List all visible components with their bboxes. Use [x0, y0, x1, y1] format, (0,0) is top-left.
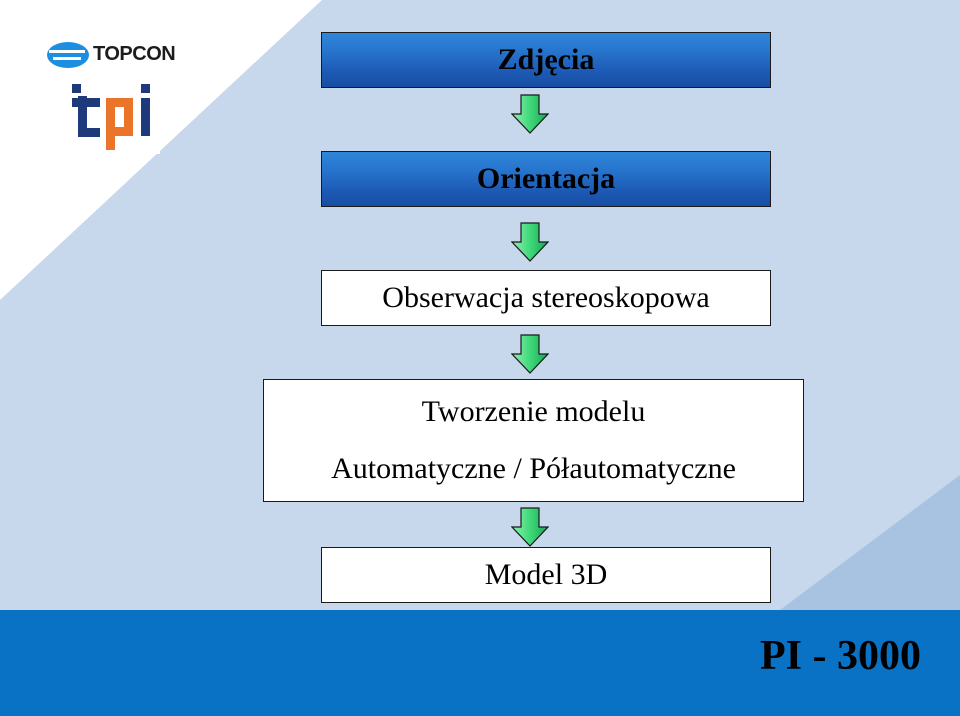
- topcon-emblem-icon: [47, 42, 89, 68]
- arrow-down-icon: [511, 507, 549, 547]
- step-tworzenie-subtitle: Automatyczne / Półautomatyczne: [331, 451, 736, 485]
- tpi-logo: [66, 78, 160, 154]
- arrow-down-icon: [511, 94, 549, 134]
- step-obserwacja-box: Obserwacja stereoskopowa: [321, 270, 771, 326]
- step-orientacja-box: Orientacja: [321, 151, 771, 207]
- topcon-wordmark: TOPCON: [93, 43, 176, 65]
- step-model3d-box: Model 3D: [321, 547, 771, 603]
- corner-accent: [780, 475, 960, 610]
- step-obserwacja-label: Obserwacja stereoskopowa: [382, 281, 710, 314]
- step-zdjecia-box: Zdjęcia: [321, 32, 771, 88]
- step-zdjecia-label: Zdjęcia: [497, 43, 595, 76]
- product-label: PI - 3000: [760, 633, 921, 679]
- arrow-down-icon: [511, 222, 549, 262]
- step-tworzenie-box: Tworzenie modelu Automatyczne / Półautom…: [263, 379, 804, 502]
- footer-band: [0, 610, 960, 716]
- step-tworzenie-title: Tworzenie modelu: [421, 395, 646, 428]
- step-orientacja-label: Orientacja: [476, 162, 616, 195]
- step-model3d-label: Model 3D: [484, 558, 608, 591]
- arrow-down-icon: [511, 334, 549, 374]
- topcon-logo: TOPCON: [45, 38, 180, 74]
